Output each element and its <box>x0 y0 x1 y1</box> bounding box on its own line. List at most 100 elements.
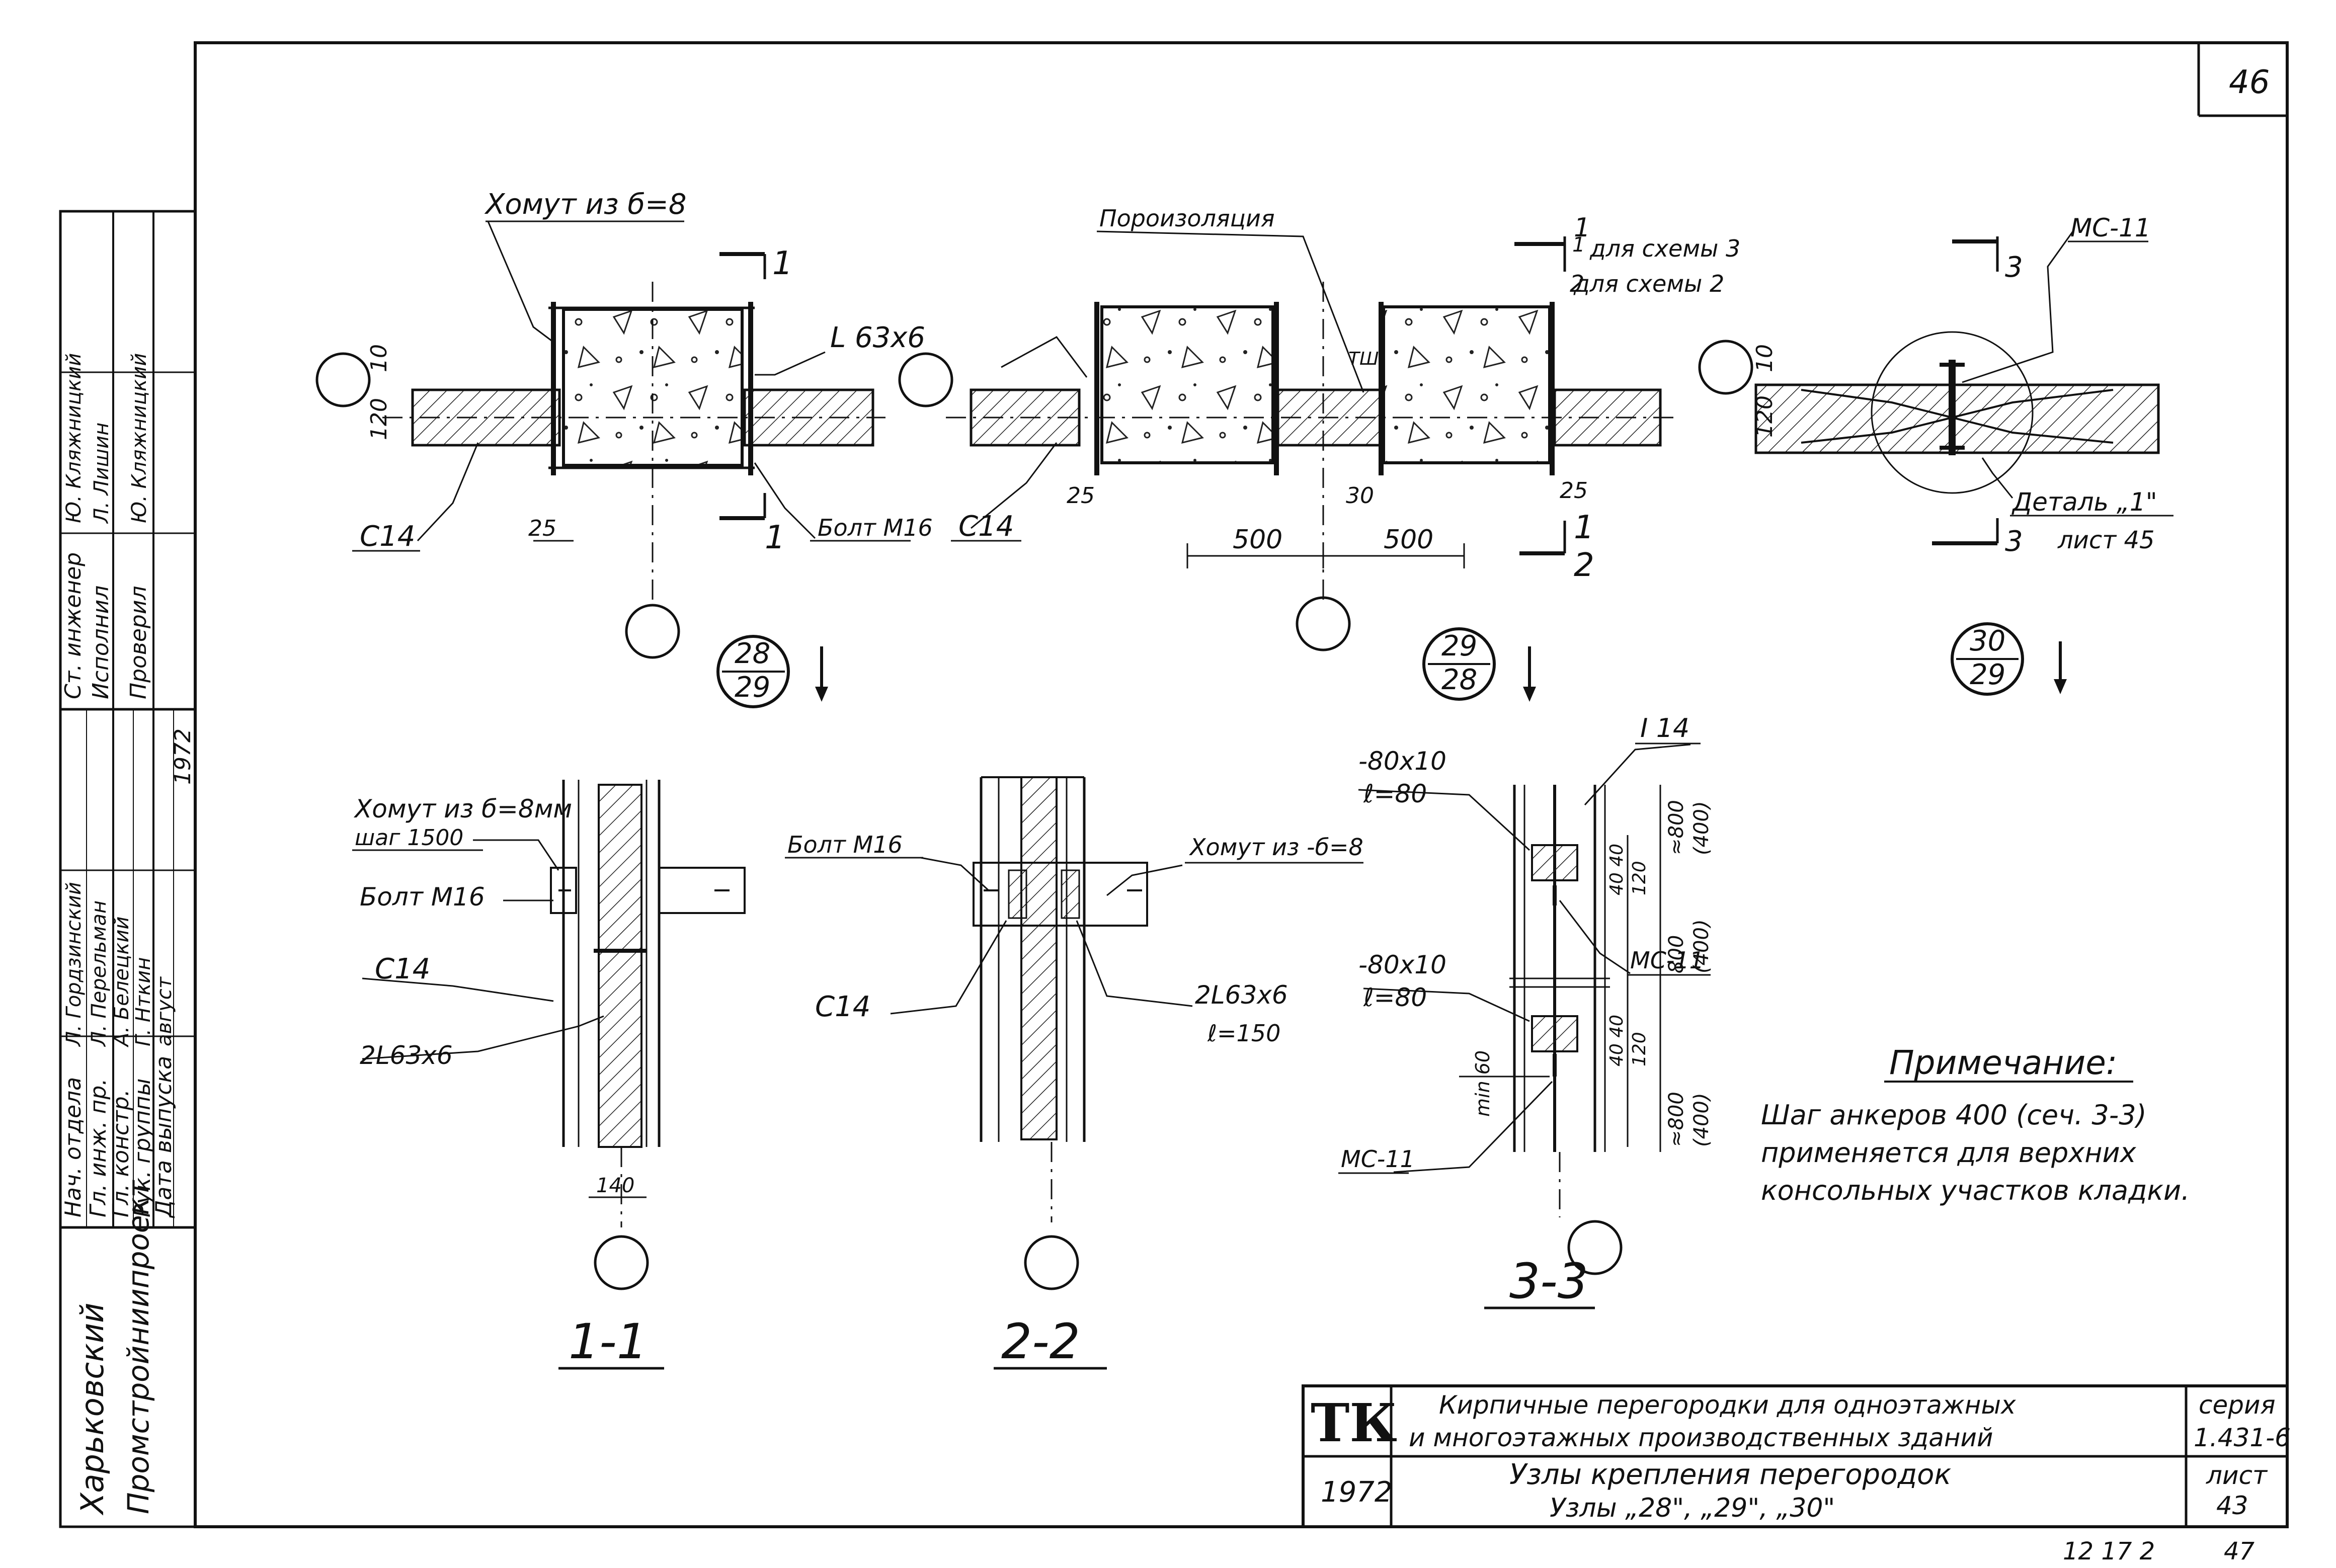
title-logo: ТК <box>1311 1392 1397 1454</box>
stamp-name-3: А. Белецкий <box>110 917 133 1048</box>
sect11-channel-label: С14 <box>375 953 430 985</box>
node29-dim-25b: 25 <box>1560 478 1588 504</box>
node28-angle-label: L 63x6 <box>830 321 925 354</box>
stamp-name-2: Л. Перельман <box>88 900 111 1047</box>
note-line-2: применяется для верхних <box>1761 1137 2137 1169</box>
sect22-channel-label: С14 <box>815 991 870 1023</box>
node29-mark-sch2: 2 <box>1570 270 1584 297</box>
note-block: Примечание: Шаг анкеров 400 (сеч. 3-3) п… <box>1761 1043 2190 1206</box>
stamp-role2-1: Ст. инженер <box>60 552 86 699</box>
sect33-dim-120a: 120 <box>1629 861 1650 895</box>
sect11-angles-label: 2L63x6 <box>360 1041 453 1070</box>
subtitle-line-2: Узлы „28", „29", „30" <box>1550 1493 1835 1523</box>
sheet-value: 43 <box>2216 1491 2248 1520</box>
node30-badge-bottom: 29 <box>1970 658 2005 691</box>
stamp-name2-2: Л. Лишин <box>90 423 113 524</box>
sect22-l-label: ℓ=150 <box>1207 1020 1280 1047</box>
stamp-org-2: Промстройниипроект <box>121 1179 155 1514</box>
note-heading: Примечание: <box>1889 1043 2117 1082</box>
stamp-name2-3: Ю. Кляжницкий <box>128 353 151 523</box>
sect33-min-label: min 60 <box>1472 1050 1494 1117</box>
node-29: 500 500 1 1 2 Пороизоляция для схемы 3 д… <box>898 205 1740 702</box>
sect33-dim-4040a: 40 40 <box>1606 844 1627 895</box>
sect33-dim-400c: (400) <box>1690 1093 1713 1147</box>
section-3-3: 40 40 120 40 40 120 ≈800 (400) 800 (400)… <box>1338 713 1713 1309</box>
node30-mark-bottom: 3 <box>2005 525 2023 558</box>
series-value: 1.431-6 <box>2194 1423 2291 1452</box>
node30-mark-top: 3 <box>2005 251 2023 284</box>
series-label: серия <box>2199 1390 2276 1420</box>
stamp-name-4: Г. Нткин <box>132 957 155 1046</box>
sect33-plate2a: -80x10 <box>1358 950 1446 979</box>
node28-bolt-label: Болт М16 <box>818 514 933 541</box>
page-number-box: 46 <box>2197 43 2287 117</box>
node28-collar-label: Хомут из б=8 <box>484 188 687 221</box>
bottom-page: 47 <box>2224 1537 2255 1565</box>
sect22-collar-label: Хомут из -б=8 <box>1189 834 1363 861</box>
node-28: 1 1 Хомут из б=8 L 63x6 Болт М16 С14 120… <box>315 188 933 708</box>
sect11-collar-label: Хомут из б=8мм <box>353 794 572 823</box>
sect33-dim-800b: 800 <box>1665 935 1688 973</box>
node-30: 3 3 МС-11 Деталь „1" лист 45 120 10 30 2… <box>1698 213 2173 696</box>
sect33-beam-label: I 14 <box>1640 713 1689 744</box>
sect11-bolt-label: Болт М16 <box>360 882 485 912</box>
sect11-dim-140: 140 <box>596 1174 634 1197</box>
subtitle-line-1: Узлы крепления перегородок <box>1509 1458 1951 1491</box>
node29-schema1-label: для схемы 3 <box>1589 235 1740 262</box>
node29-dim-500b: 500 <box>1384 525 1433 555</box>
node30-detail-label: Деталь „1" <box>2011 487 2157 517</box>
sect33-dim-800a: ≈800 <box>1665 800 1688 855</box>
node30-sheet-label: лист 45 <box>2057 526 2155 554</box>
sect11-step-label: шаг 1500 <box>355 825 463 851</box>
node29-tsh-label: ТШ <box>1348 349 1379 369</box>
sect22-title: 2-2 <box>1001 1313 1080 1370</box>
sect33-mc2-label: МС-11 <box>1341 1145 1415 1173</box>
node28-badge-bottom: 29 <box>735 671 770 704</box>
page-number: 46 <box>2229 64 2270 101</box>
sheet-frame <box>194 41 2289 1528</box>
node29-channel-label: С14 <box>958 510 1014 543</box>
stamp-role-5: Дата выпуска <box>151 1056 177 1218</box>
title-year: 1972 <box>1321 1476 1393 1509</box>
node28-badge-top: 28 <box>735 637 770 670</box>
sect33-plate2b: ℓ=80 <box>1363 983 1427 1012</box>
stamp-name-1: Л. Гордзинский <box>62 882 86 1047</box>
node29-badge-bottom: 28 <box>1441 664 1477 696</box>
sect33-dim-400b: (400) <box>1690 919 1713 973</box>
stamp-name-5: август <box>153 976 176 1046</box>
section-1-1: 140 Хомут из б=8мм шаг 1500 Болт М16 С14… <box>352 780 746 1370</box>
sect33-dim-120b: 120 <box>1629 1032 1650 1066</box>
stamp-role-3: Гл. констр. <box>108 1089 134 1217</box>
node28-channel-label: С14 <box>360 520 415 553</box>
stamp-role-4: Рук. группы <box>130 1079 155 1217</box>
sect33-dim-800c: ≈800 <box>1665 1092 1688 1147</box>
title-line-1: Кирпичные перегородки для одноэтажных <box>1439 1390 2016 1420</box>
stamp-role-2: Гл. инж. пр. <box>86 1079 111 1217</box>
node29-porous-label: Пороизоляция <box>1099 205 1275 232</box>
sect33-mc1-label: МС-11 <box>1630 947 1704 974</box>
node29-mark-bottom-2: 2 <box>1574 547 1594 584</box>
stamp-role2-2: Исполнил <box>88 586 114 699</box>
sect22-angles-label: 2L63x6 <box>1195 980 1288 1010</box>
sect33-dim-400a: (400) <box>1690 801 1713 855</box>
side-stamp: Нач. отдела Гл. инж. пр. Гл. констр. Рук… <box>59 210 197 1528</box>
node28-dim-10: 10 <box>366 344 392 372</box>
node29-mark-top-1: 1 <box>1574 213 1590 243</box>
sect33-dim-4040b: 40 40 <box>1606 1015 1627 1066</box>
node28-dim-120: 120 <box>366 398 392 440</box>
sect33-plate1a: -80x10 <box>1358 747 1446 776</box>
node29-mark-bottom-1: 1 <box>1574 509 1594 546</box>
node30-badge-top: 30 <box>1970 625 2005 657</box>
node28-mark-bottom: 1 <box>765 519 785 556</box>
node30-dim-120: 120 <box>1752 395 1778 438</box>
stamp-role2-3: Проверил <box>126 586 151 699</box>
node28-dim-25: 25 <box>528 516 556 541</box>
sect11-title: 1-1 <box>569 1313 648 1370</box>
node29-dim-25a: 25 <box>1067 483 1095 509</box>
node29-schema2-label: для схемы 2 <box>1573 270 1724 297</box>
node30-dim-10: 10 <box>1752 344 1778 372</box>
note-line-1: Шаг анкеров 400 (сеч. 3-3) <box>1761 1099 2147 1131</box>
stamp-name2-1: Ю. Кляжницкий <box>62 353 86 523</box>
sheet-label: лист <box>2206 1461 2268 1490</box>
